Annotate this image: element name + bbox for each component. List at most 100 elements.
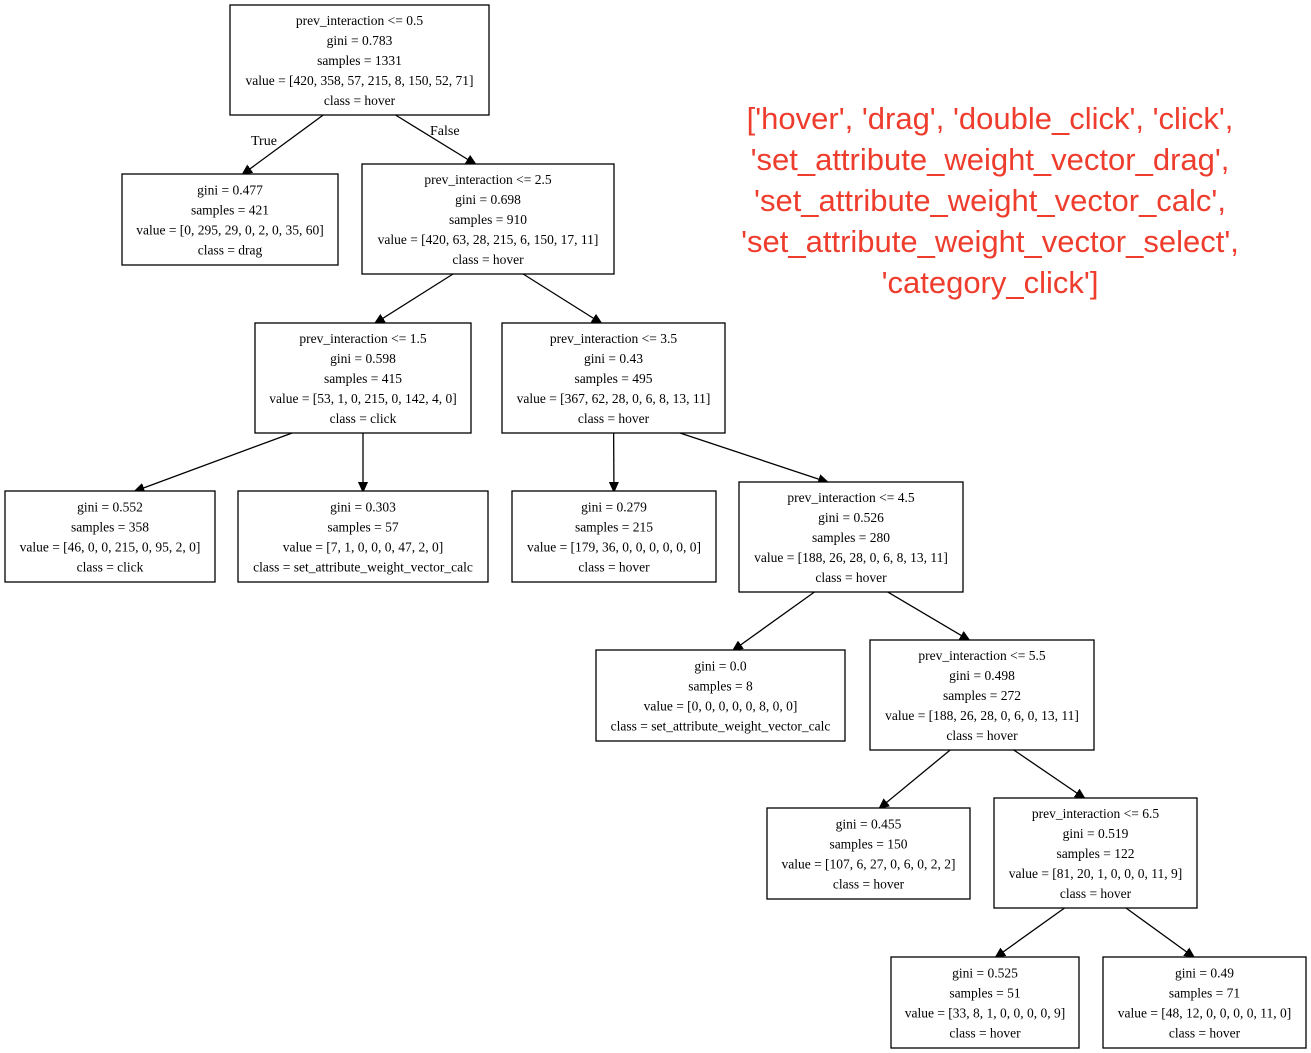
tree-node-line: class = set_attribute_weight_vector_calc bbox=[611, 719, 831, 734]
tree-node-box bbox=[766, 807, 971, 900]
tree-node-line: value = [179, 36, 0, 0, 0, 0, 0, 0] bbox=[527, 540, 701, 555]
tree-node-box bbox=[738, 481, 964, 593]
tree-node: prev_interaction <= 0.5 gini = 0.783 sampl… bbox=[229, 4, 490, 116]
tree-edge-arrow bbox=[135, 432, 293, 491]
tree-node-line: value = [420, 358, 57, 215, 8, 150, 52, … bbox=[245, 73, 473, 88]
tree-node-line: value = [0, 0, 0, 0, 0, 8, 0, 0] bbox=[644, 699, 798, 714]
tree-node-line: value = [53, 1, 0, 215, 0, 142, 4, 0] bbox=[269, 391, 457, 406]
tree-node-line: prev_interaction <= 0.5 bbox=[296, 13, 424, 28]
tree-node-line: samples = 358 bbox=[71, 520, 149, 535]
tree-node-line: value = [48, 12, 0, 0, 0, 0, 11, 0] bbox=[1118, 1006, 1292, 1021]
tree-node-box bbox=[511, 490, 717, 583]
tree-node-line: samples = 910 bbox=[449, 212, 527, 227]
tree-node-line: samples = 57 bbox=[327, 520, 399, 535]
tree-node-line: samples = 215 bbox=[575, 520, 653, 535]
tree-node-line: value = [7, 1, 0, 0, 0, 47, 2, 0] bbox=[283, 540, 444, 555]
tree-node-line: class = click bbox=[330, 411, 397, 426]
tree-node: gini = 0.279 samples = 215 value = [179, 3… bbox=[511, 490, 717, 583]
tree-node-line: prev_interaction <= 6.5 bbox=[1032, 806, 1160, 821]
tree-node-line: class = click bbox=[77, 560, 144, 575]
tree-node-box bbox=[595, 649, 846, 742]
tree-node-line: samples = 421 bbox=[191, 203, 269, 218]
tree-node-line: gini = 0.477 bbox=[197, 183, 263, 198]
tree-node-line: gini = 0.783 bbox=[327, 33, 393, 48]
tree-node-line: samples = 1331 bbox=[317, 53, 402, 68]
tree-node: gini = 0.525 samples = 51 value = [33, 8, … bbox=[890, 956, 1080, 1049]
tree-node-line: class = hover bbox=[452, 252, 524, 267]
tree-node-line: class = hover bbox=[946, 728, 1018, 743]
tree-edge-arrow bbox=[880, 749, 951, 808]
tree-edges bbox=[135, 114, 1194, 957]
tree-node-box bbox=[890, 956, 1080, 1049]
tree-node-line: gini = 0.598 bbox=[330, 351, 396, 366]
tree-node-box bbox=[993, 797, 1198, 909]
tree-edge-arrow bbox=[376, 273, 454, 323]
tree-node-line: value = [420, 63, 28, 215, 6, 150, 17, 1… bbox=[378, 232, 599, 247]
tree-edge-arrow bbox=[243, 114, 324, 174]
tree-node-line: prev_interaction <= 2.5 bbox=[424, 172, 552, 187]
tree-edge-arrow bbox=[996, 907, 1065, 957]
tree-node-line: class = hover bbox=[949, 1026, 1021, 1041]
tree-node: prev_interaction <= 1.5 gini = 0.598 sampl… bbox=[254, 322, 472, 434]
legend-line: 'category_click'] bbox=[881, 265, 1099, 300]
tree-node-line: gini = 0.49 bbox=[1175, 966, 1234, 981]
tree-edge-arrow bbox=[1013, 749, 1084, 798]
tree-node-line: class = hover bbox=[833, 877, 905, 892]
tree-edge-arrow bbox=[395, 114, 475, 164]
tree-node-line: prev_interaction <= 1.5 bbox=[299, 331, 427, 346]
tree-node-line: gini = 0.455 bbox=[836, 817, 902, 832]
tree-edge-arrow bbox=[887, 591, 969, 640]
tree-node-line: gini = 0.526 bbox=[818, 510, 884, 525]
tree-node: gini = 0.477 samples = 421 value = [0, 295… bbox=[121, 173, 339, 266]
tree-node-line: gini = 0.0 bbox=[694, 659, 746, 674]
tree-node-line: value = [107, 6, 27, 0, 6, 0, 2, 2] bbox=[781, 857, 955, 872]
edge-label-false: False bbox=[430, 124, 460, 139]
tree-edge-arrow bbox=[679, 432, 827, 482]
tree-node-box bbox=[869, 639, 1095, 751]
tree-node-line: class = drag bbox=[198, 243, 263, 258]
tree-edge-arrow bbox=[1125, 907, 1194, 957]
tree-node: gini = 0.49 samples = 71 value = [48, 12, … bbox=[1102, 956, 1307, 1049]
tree-node-line: value = [81, 20, 1, 0, 0, 0, 11, 9] bbox=[1009, 866, 1183, 881]
tree-node-line: gini = 0.43 bbox=[584, 351, 643, 366]
tree-node-line: samples = 51 bbox=[949, 986, 1020, 1001]
tree-node: gini = 0.303 samples = 57 value = [7, 1, 0… bbox=[237, 490, 489, 583]
tree-node-line: value = [188, 26, 28, 0, 6, 0, 13, 11] bbox=[885, 708, 1079, 723]
tree-node-line: class = hover bbox=[815, 570, 887, 585]
tree-node-line: samples = 71 bbox=[1169, 986, 1240, 1001]
tree-edge-arrow bbox=[522, 273, 601, 323]
tree-node-line: class = hover bbox=[1169, 1026, 1241, 1041]
legend-line: 'set_attribute_weight_vector_calc', bbox=[754, 183, 1226, 218]
tree-node-line: gini = 0.303 bbox=[330, 500, 396, 515]
legend-line: ['hover', 'drag', 'double_click', 'click… bbox=[746, 101, 1234, 136]
tree-edge-arrow bbox=[734, 591, 815, 650]
tree-node-line: gini = 0.525 bbox=[952, 966, 1018, 981]
class-names-legend: ['hover', 'drag', 'double_click', 'click… bbox=[690, 98, 1290, 303]
legend-line: 'set_attribute_weight_vector_select', bbox=[741, 224, 1239, 259]
tree-node-line: value = [46, 0, 0, 215, 0, 95, 2, 0] bbox=[20, 540, 201, 555]
tree-node-line: gini = 0.279 bbox=[581, 500, 647, 515]
tree-node-line: value = [188, 26, 28, 0, 6, 8, 13, 11] bbox=[754, 550, 948, 565]
tree-node-box bbox=[501, 322, 726, 434]
tree-node-line: gini = 0.498 bbox=[949, 668, 1015, 683]
tree-node-box bbox=[361, 163, 615, 275]
tree-node-line: value = [0, 295, 29, 0, 2, 0, 35, 60] bbox=[136, 223, 324, 238]
tree-node-box bbox=[254, 322, 472, 434]
tree-node-line: samples = 280 bbox=[812, 530, 890, 545]
tree-node-box bbox=[1102, 956, 1307, 1049]
tree-node-line: samples = 8 bbox=[688, 679, 753, 694]
tree-node-line: samples = 495 bbox=[574, 371, 652, 386]
tree-node-line: prev_interaction <= 3.5 bbox=[550, 331, 678, 346]
edge-label-true: True bbox=[251, 134, 277, 149]
tree-node-line: samples = 415 bbox=[324, 371, 402, 386]
tree-node-line: class = hover bbox=[578, 411, 650, 426]
tree-node-line: value = [33, 8, 1, 0, 0, 0, 0, 9] bbox=[905, 1006, 1066, 1021]
tree-node-line: class = hover bbox=[1060, 886, 1132, 901]
tree-node-line: class = hover bbox=[578, 560, 650, 575]
